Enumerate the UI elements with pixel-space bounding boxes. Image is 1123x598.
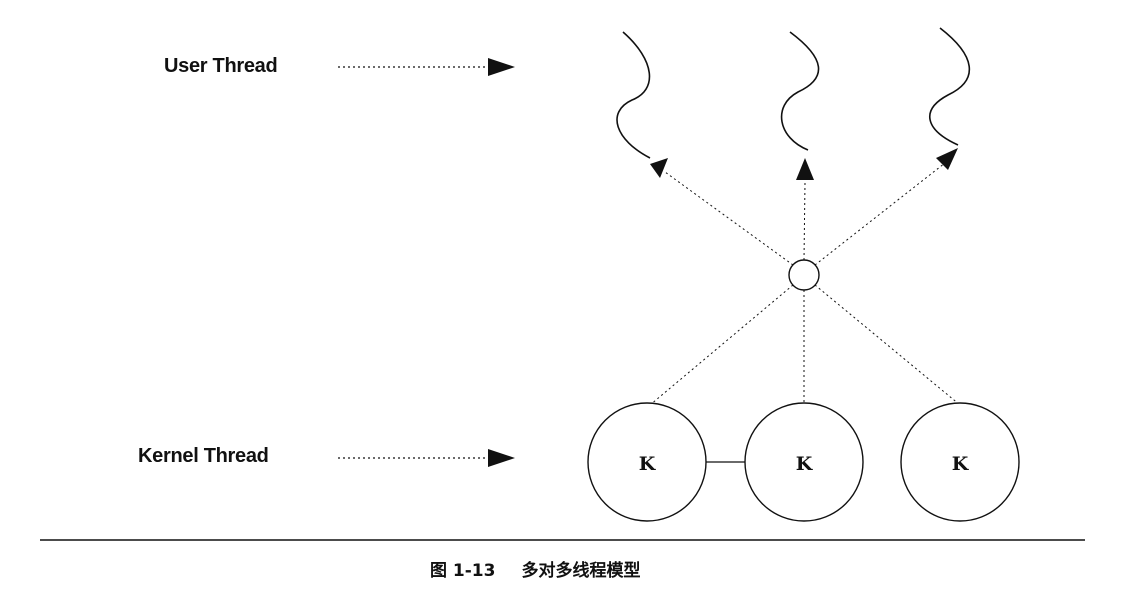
hub-to-user-thread-2 <box>803 181 806 261</box>
user-thread-legend-arrow <box>338 58 515 76</box>
figure-number: 图 1-13 <box>430 561 496 581</box>
user-thread-wave-2 <box>780 31 820 151</box>
user-thread-arrowhead-2 <box>796 158 814 180</box>
kernel-thread-legend-arrow <box>338 449 515 467</box>
hub-to-user-thread-3 <box>814 162 946 266</box>
scheduler-hub-circle <box>788 259 820 291</box>
kernel-thread-label: Kernel Thread <box>138 445 269 467</box>
figure-caption: 图 1-13 多对多线程模型 <box>430 556 640 581</box>
kernel-thread-label-2: K <box>796 453 814 475</box>
user-thread-arrowhead-1 <box>650 158 668 178</box>
user-thread-arrowhead-3 <box>936 148 958 170</box>
user-thread-wave-1 <box>616 31 651 159</box>
kernel-thread-circle-1 <box>587 402 707 522</box>
figure-title: 多对多线程模型 <box>521 561 641 581</box>
kernel-thread-circle-3 <box>900 402 1020 522</box>
kernel-thread-circle-2 <box>744 402 864 522</box>
kernel-thread-label-3: K <box>952 453 970 475</box>
user-thread-label: User Thread <box>164 55 278 77</box>
hub-to-user-thread-1 <box>664 171 794 266</box>
kernel-thread-label-1: K <box>639 453 657 475</box>
user-thread-wave-3 <box>929 27 971 146</box>
hub-to-kernel-thread-3 <box>814 284 961 406</box>
hub-to-kernel-thread-1 <box>649 284 794 406</box>
